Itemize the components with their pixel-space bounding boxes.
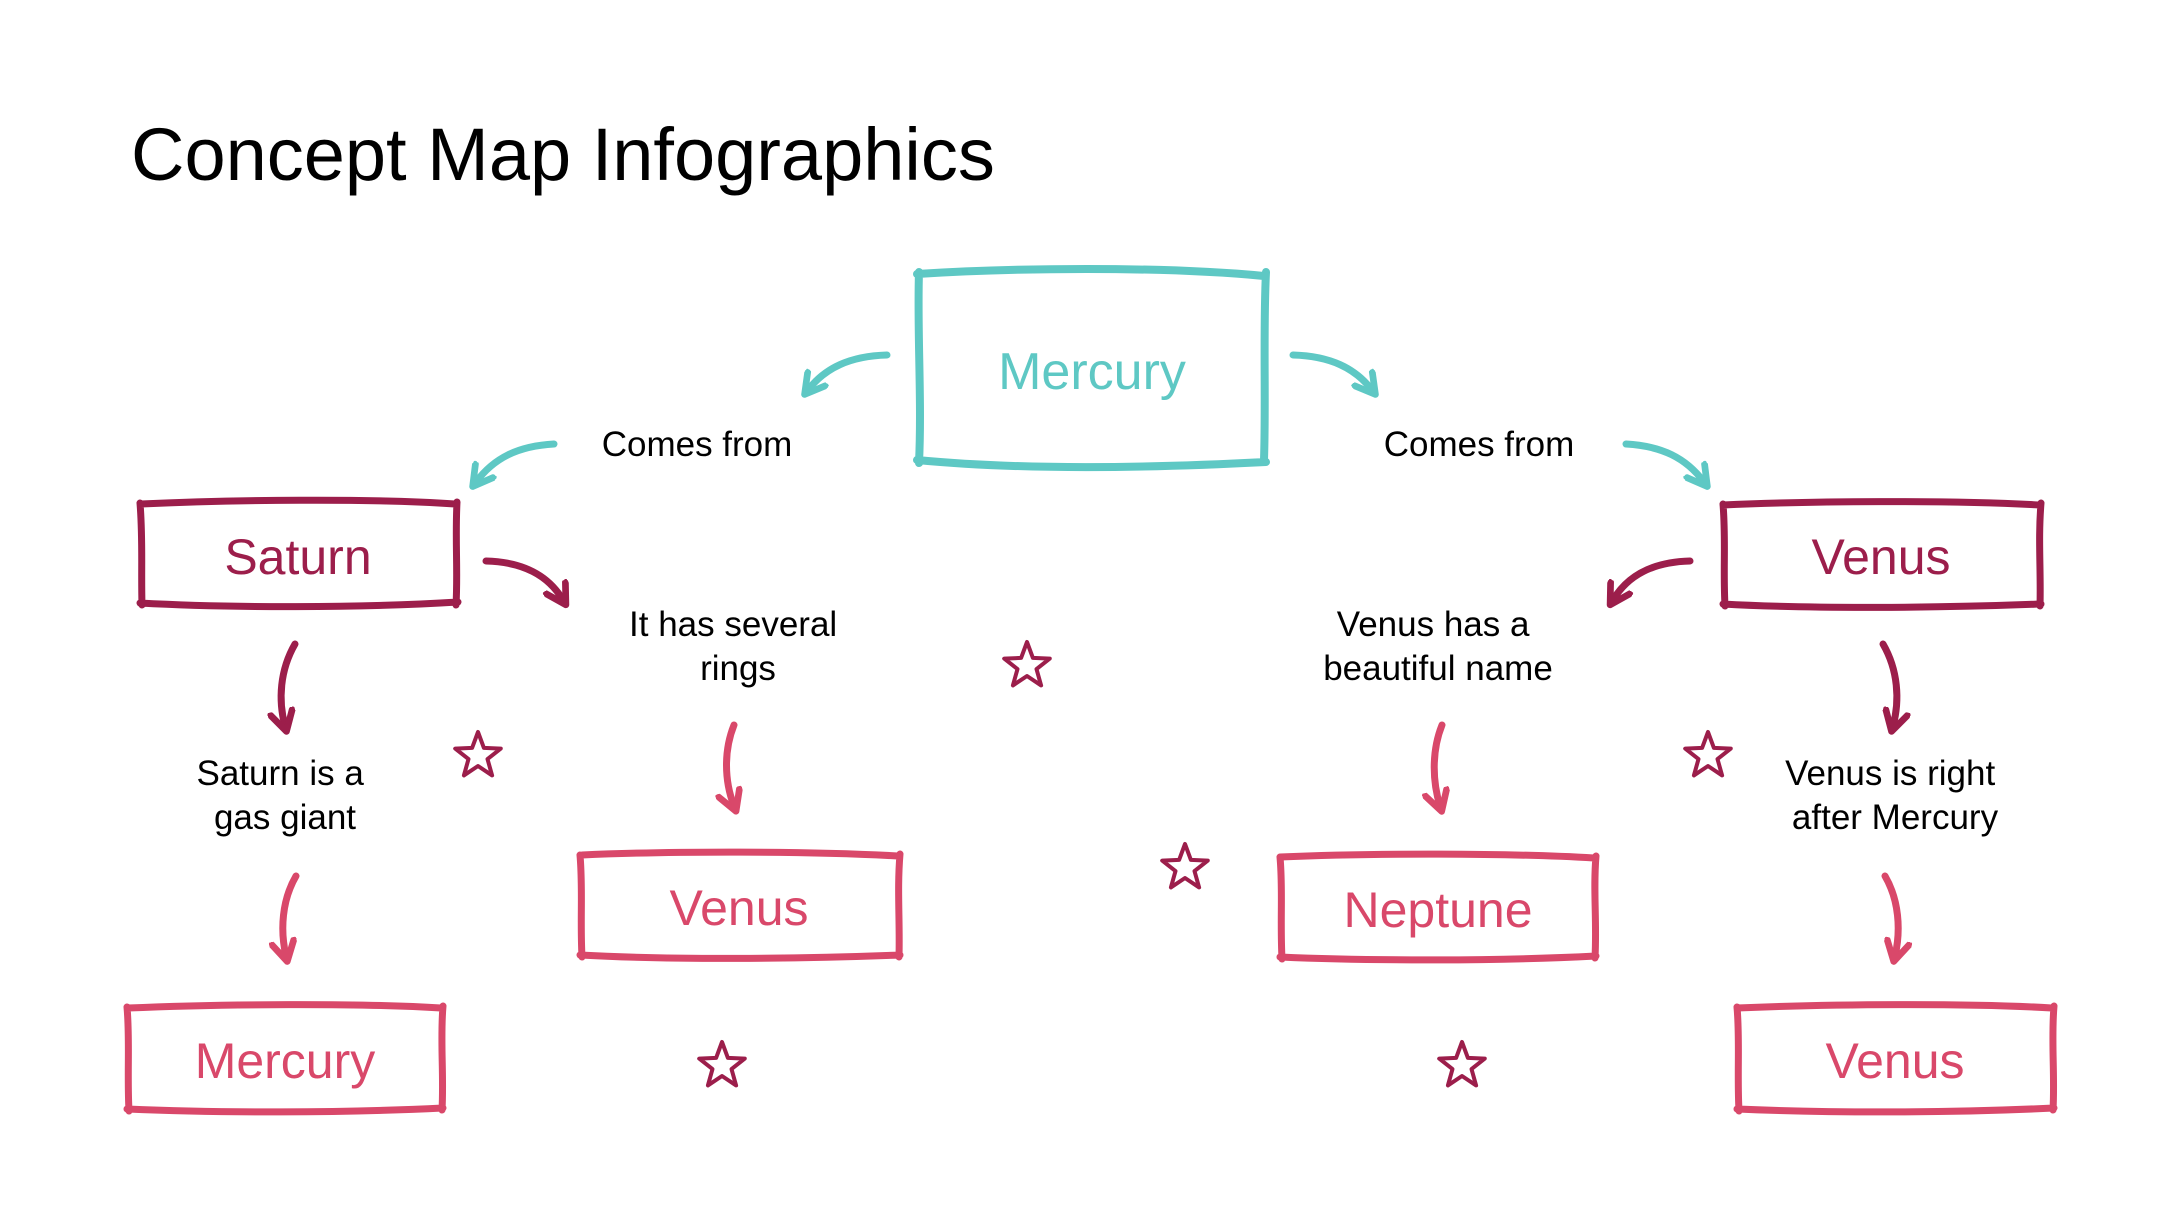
- node-left-child-b-label: Venus: [669, 880, 808, 936]
- star-outline-icon: [1437, 1040, 1487, 1088]
- star-outline-icon: [1683, 730, 1733, 778]
- node-left-level1: Saturn: [136, 496, 462, 611]
- node-right-child-a-label: Neptune: [1343, 882, 1532, 938]
- link-label-saturn-right: It has several rings: [629, 605, 847, 688]
- curved-arrow-icon: [1613, 557, 1694, 600]
- link-label-venus-left: Venus has a beautiful name: [1323, 605, 1553, 688]
- node-right-child-b-label: Venus: [1825, 1033, 1964, 1089]
- curved-arrow-icon: [808, 351, 891, 390]
- curved-arrow-icon: [1434, 721, 1442, 806]
- node-right-level1: Venus: [1719, 498, 2045, 611]
- link-label-root-left: Comes from: [602, 425, 793, 464]
- node-right-level1-label: Venus: [1811, 529, 1950, 585]
- curved-arrow-icon: [1881, 872, 1898, 956]
- link-label-line: beautiful name: [1323, 649, 1553, 688]
- curved-arrow-icon: [1289, 351, 1372, 390]
- stars-group: [453, 640, 1733, 1088]
- star-outline-icon: [453, 730, 503, 778]
- link-label-saturn-down: Saturn is a gas giant: [196, 754, 373, 837]
- link-label-root-right: Comes from: [1384, 425, 1575, 464]
- node-right-child-a: Neptune: [1276, 850, 1600, 964]
- star-outline-icon: [1160, 842, 1210, 890]
- curved-arrow-icon: [727, 721, 735, 806]
- curved-arrow-icon: [1622, 440, 1704, 482]
- curved-arrow-icon: [482, 557, 563, 600]
- link-label-line: after Mercury: [1792, 798, 1999, 837]
- slide-title: Concept Map Infographics: [131, 113, 995, 196]
- link-label-line: Venus is right: [1785, 754, 1995, 793]
- link-label-venus-down: Venus is right after Mercury: [1785, 754, 2005, 837]
- link-label-line: Venus has a: [1337, 605, 1530, 644]
- node-left-child-a-label: Mercury: [195, 1033, 376, 1089]
- curved-arrow-icon: [1879, 640, 1897, 726]
- link-label-line: rings: [700, 649, 776, 688]
- node-left-child-a: Mercury: [123, 1001, 447, 1116]
- node-left-level1-label: Saturn: [224, 529, 371, 585]
- node-root-label: Mercury: [998, 343, 1186, 401]
- node-left-child-b: Venus: [576, 848, 904, 962]
- curved-arrow-icon: [476, 440, 558, 482]
- star-outline-icon: [1002, 640, 1052, 688]
- node-root: Mercury: [913, 265, 1270, 471]
- star-outline-icon: [697, 1040, 747, 1088]
- link-label-line: gas giant: [214, 798, 356, 837]
- curved-arrow-icon: [281, 640, 299, 726]
- link-label-line: Saturn is a: [196, 754, 364, 793]
- node-right-child-b: Venus: [1733, 1001, 2058, 1116]
- link-label-line: It has several: [629, 605, 837, 644]
- curved-arrow-icon: [283, 872, 300, 956]
